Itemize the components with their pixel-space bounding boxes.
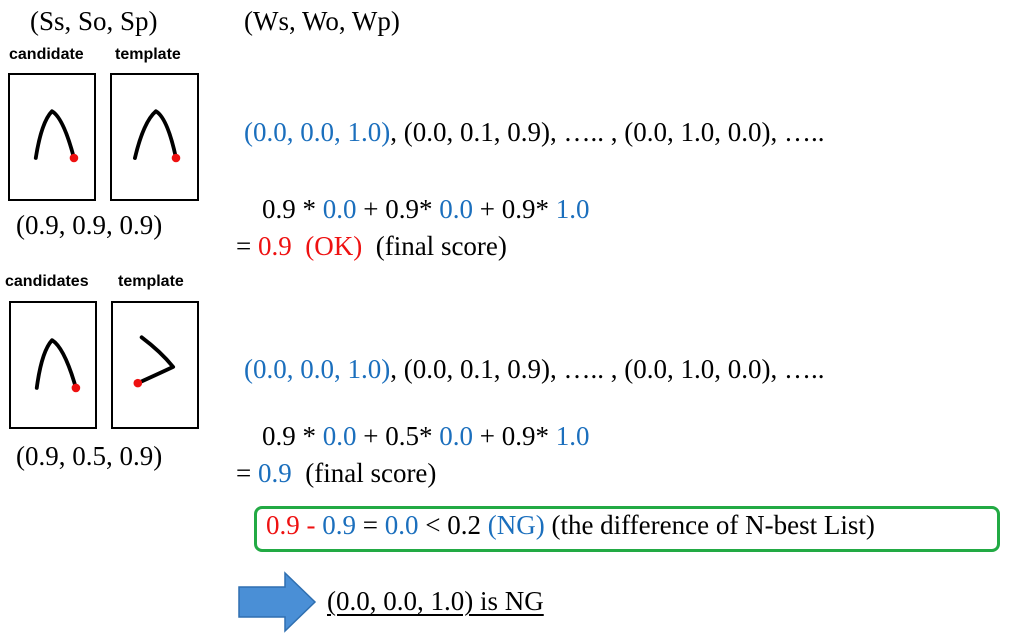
calc-weight: 1.0	[555, 421, 590, 451]
calc-term: 0.9 *	[262, 421, 323, 451]
final-score-note: (final score)	[305, 458, 437, 488]
calc-term: + 0.9*	[472, 421, 556, 451]
conclusion-text: (0.0, 0.0, 1.0) is NG	[327, 586, 544, 616]
calc-weight: 0.0	[439, 421, 473, 451]
candidate-stroke-drawing	[33, 109, 79, 163]
red-dot-icon	[133, 378, 143, 388]
calc-weight: 1.0	[555, 194, 590, 224]
calc-weight: 0.0	[322, 421, 357, 451]
calc-term: + 0.9*	[356, 194, 440, 224]
difference-value: 0.0	[384, 510, 419, 540]
ok-status: (OK)	[305, 231, 363, 261]
red-dot-icon	[171, 153, 181, 163]
difference-expression: 0.9 - 0.9 = 0.0 < 0.2 (NG) (the differen…	[266, 510, 875, 541]
highlighted-weight: (0.0, 0.0, 1.0)	[244, 117, 391, 147]
scores-header: (Ss, So, Sp)	[30, 6, 158, 36]
candidate-stroke-box	[8, 73, 96, 201]
template-label: template	[115, 46, 181, 63]
candidate-label: candidate	[9, 46, 84, 63]
case1-weights-list: (0.0, 0.0, 1.0), (0.0, 0.1, 0.9), ….. , …	[244, 117, 824, 148]
case2-weights-list: (0.0, 0.0, 1.0), (0.0, 0.1, 0.9), ….. , …	[244, 354, 824, 385]
red-dot-icon	[71, 383, 81, 393]
case1-result: = 0.9 (OK) (final score)	[236, 231, 507, 262]
weights-rest: , (0.0, 0.1, 0.9), ….. , (0.0, 1.0, 0.0)…	[390, 117, 825, 147]
candidates-label: candidates	[5, 273, 89, 290]
final-score-value: 0.9	[257, 458, 292, 488]
calc-weight: 0.0	[439, 194, 473, 224]
template-label: template	[118, 273, 184, 290]
right-arrow-icon	[238, 571, 317, 633]
threshold: < 0.2	[418, 510, 488, 540]
calc-weight: 0.0	[322, 194, 357, 224]
difference-box	[254, 506, 1000, 552]
candidate-stroke-drawing	[34, 338, 81, 393]
case2-result: = 0.9 (final score)	[236, 458, 436, 489]
ng-status: (NG)	[487, 510, 545, 540]
case2-calculation: 0.9 * 0.0 + 0.5* 0.0 + 0.9* 1.0	[262, 421, 589, 452]
calc-term: 0.9 *	[262, 194, 323, 224]
minus-sign: -	[299, 510, 323, 540]
template-stroke-drawing	[133, 335, 176, 388]
second-best-score: 0.9	[322, 510, 356, 540]
template-stroke-drawing	[133, 109, 181, 163]
difference-note: (the difference of N-best List)	[544, 510, 875, 540]
equals-sign: =	[356, 510, 385, 540]
equals-sign: =	[236, 458, 258, 488]
equals-sign: =	[236, 231, 258, 261]
candidate-stroke-box	[9, 301, 97, 429]
weights-header: (Ws, Wo, Wp)	[244, 6, 400, 36]
case1-scores: (0.9, 0.9, 0.9)	[16, 210, 163, 240]
case1-calculation: 0.9 * 0.0 + 0.9* 0.0 + 0.9* 1.0	[262, 194, 589, 225]
final-score-note: (final score)	[375, 231, 507, 261]
first-best-score: 0.9	[266, 510, 300, 540]
final-score-value: 0.9	[257, 231, 292, 261]
calc-term: + 0.5*	[356, 421, 440, 451]
calc-term: + 0.9*	[472, 194, 556, 224]
highlighted-weight: (0.0, 0.0, 1.0)	[244, 354, 391, 384]
case2-scores: (0.9, 0.5, 0.9)	[16, 441, 163, 471]
red-dot-icon	[69, 153, 79, 163]
template-stroke-box	[111, 301, 199, 429]
weights-rest: , (0.0, 0.1, 0.9), ….. , (0.0, 1.0, 0.0)…	[390, 354, 825, 384]
template-stroke-box	[110, 73, 199, 201]
